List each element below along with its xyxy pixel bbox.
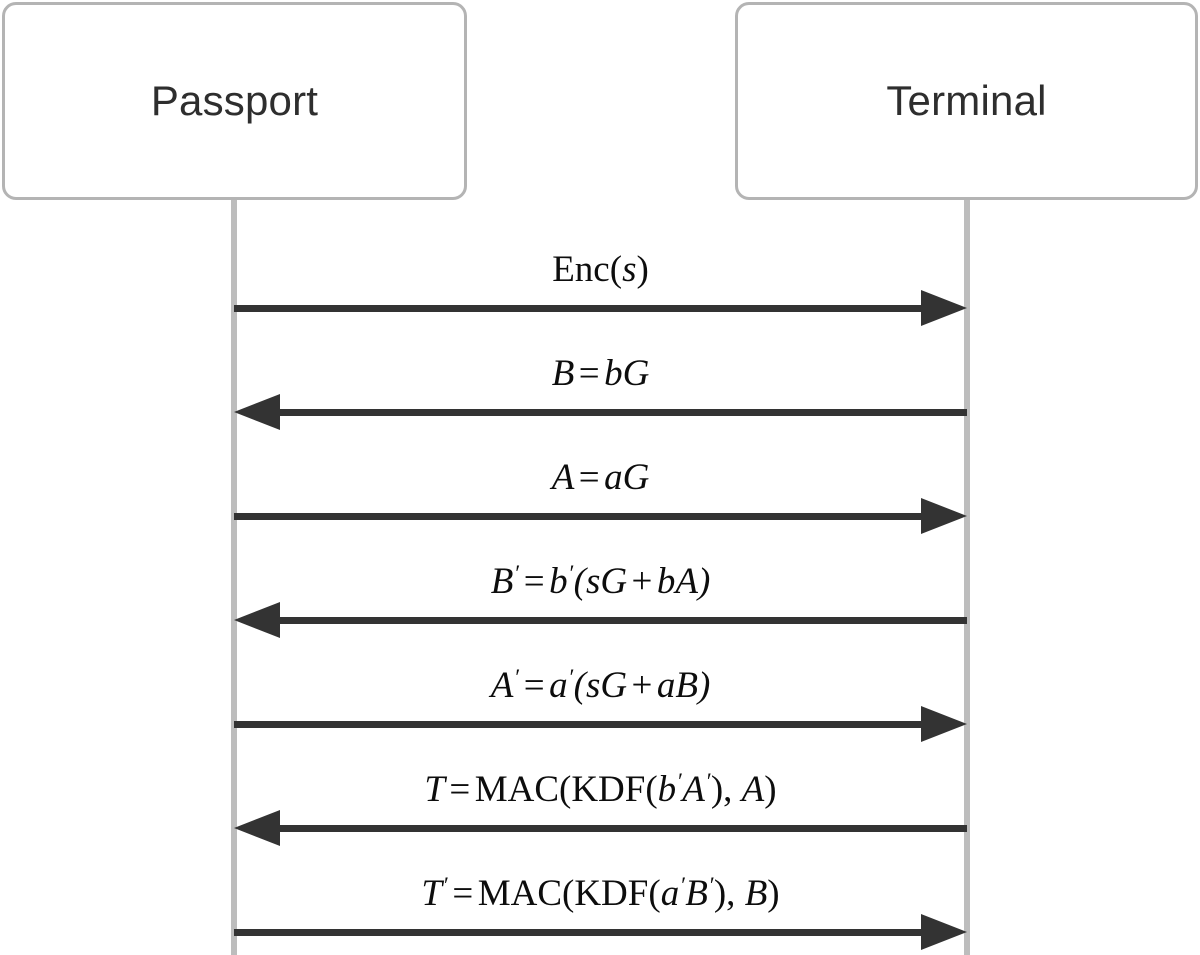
message-5[interactable]: A′=a′(sG+aB) xyxy=(234,624,967,742)
message-label-3: A=aG xyxy=(551,457,650,499)
message-label-2: B=bG xyxy=(551,353,650,395)
message-arrow-shaft-4 xyxy=(278,617,967,624)
message-label-4: B′=b′(sG+bA) xyxy=(490,561,711,603)
message-arrowhead-right-7 xyxy=(921,914,967,950)
message-arrow-shaft-2 xyxy=(278,409,967,416)
message-label-7: T′=MAC(KDF(a′B′), B) xyxy=(421,873,780,915)
participant-label-terminal: Terminal xyxy=(886,77,1047,124)
message-label-5: A′=a′(sG+aB) xyxy=(490,665,711,707)
message-arrow-shaft-7 xyxy=(234,929,923,936)
message-arrow-shaft-5 xyxy=(234,721,923,728)
participant-box-terminal[interactable]: Terminal xyxy=(735,2,1198,200)
message-arrowhead-right-5 xyxy=(921,706,967,742)
message-arrowhead-left-2 xyxy=(234,394,280,430)
message-arrowhead-right-1 xyxy=(921,290,967,326)
message-6[interactable]: T=MAC(KDF(b′A′), A) xyxy=(234,728,967,846)
message-4[interactable]: B′=b′(sG+bA) xyxy=(234,520,967,638)
message-2[interactable]: B=bG xyxy=(234,312,967,430)
message-arrow-shaft-1 xyxy=(234,305,923,312)
message-arrowhead-left-6 xyxy=(234,810,280,846)
message-1[interactable]: Enc(s) xyxy=(234,208,967,326)
participant-label-passport: Passport xyxy=(150,77,319,124)
message-label-1: Enc(s) xyxy=(552,249,649,291)
message-arrowhead-left-4 xyxy=(234,602,280,638)
message-3[interactable]: A=aG xyxy=(234,416,967,534)
lifeline-passport xyxy=(231,200,237,955)
message-arrow-shaft-3 xyxy=(234,513,923,520)
message-arrow-shaft-6 xyxy=(278,825,967,832)
message-label-6: T=MAC(KDF(b′A′), A) xyxy=(424,769,777,811)
message-7[interactable]: T′=MAC(KDF(a′B′), B) xyxy=(234,832,967,950)
lifeline-terminal xyxy=(964,200,970,955)
participant-box-passport[interactable]: Passport xyxy=(2,2,467,200)
message-arrowhead-right-3 xyxy=(921,498,967,534)
